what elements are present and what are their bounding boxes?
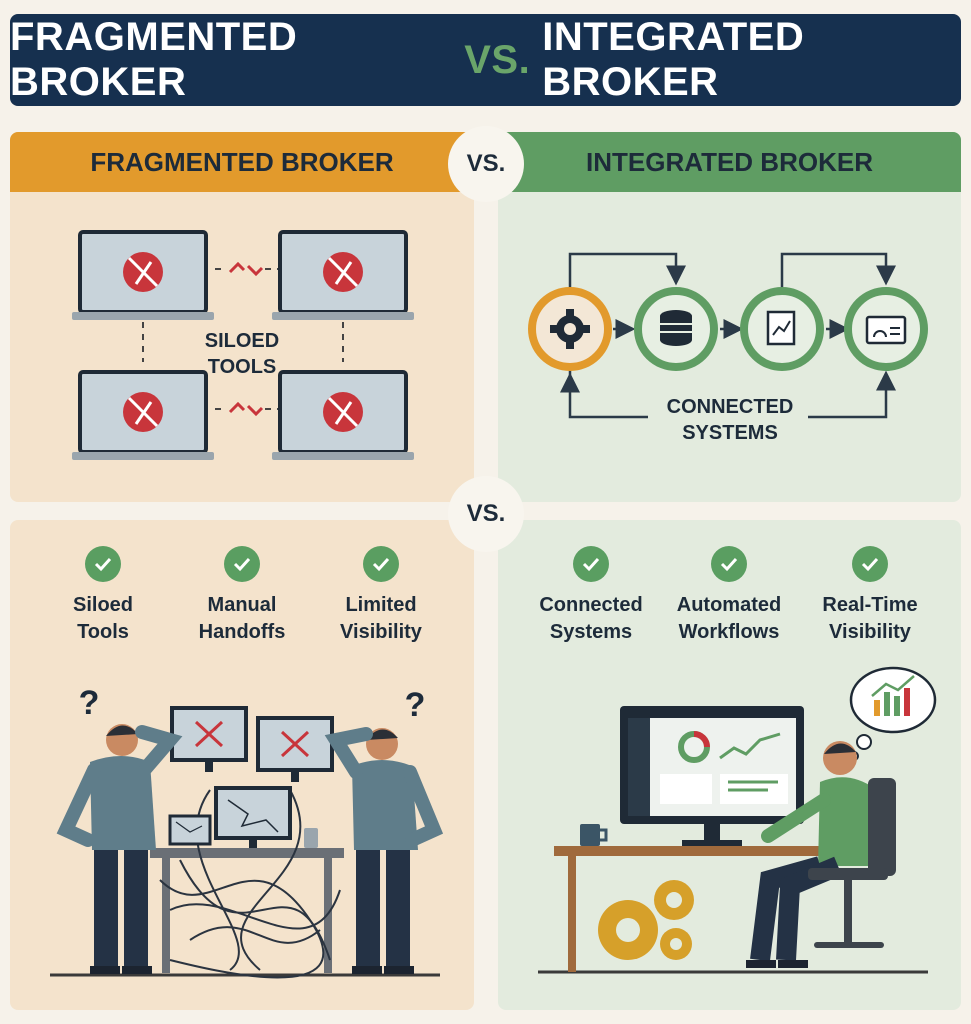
vs-badge-middle: VS.: [448, 476, 524, 552]
title-left: FRAGMENTED BROKER: [10, 15, 298, 104]
thought-bubble-chart-icon: [849, 666, 937, 761]
dashboard-icon: [844, 287, 928, 371]
gears-icon: [598, 880, 694, 960]
confused-worker-right: [324, 727, 444, 974]
question-mark-left: ?: [78, 684, 100, 722]
vs-badge-top: VS.: [448, 126, 524, 202]
coffee-mug-icon: [580, 824, 608, 846]
productive-worker-illustration: [538, 666, 937, 974]
integrated-heading: INTEGRATED BROKER: [498, 132, 961, 192]
mug-icon: [304, 828, 318, 848]
dashboard-monitor-icon: [620, 706, 804, 846]
broken-link-icon: [228, 401, 264, 417]
fragmented-panel: FRAGMENTED BROKER: [10, 132, 474, 502]
database-icon: [634, 287, 718, 371]
cracked-laptop-icon: [168, 814, 212, 846]
connected-systems-diagram: [528, 252, 928, 419]
connected-systems-label: CONNECTED SYSTEMS: [666, 396, 794, 444]
confused-worker-left: [56, 724, 183, 974]
page-title: FRAGMENTED BROKER VS. INTEGRATED BROKER: [10, 14, 961, 106]
integrated-panel: INTEGRATED BROKER: [498, 132, 961, 502]
title-vs: VS.: [464, 37, 531, 82]
check-icon: [363, 546, 399, 582]
laptop-blocked-icon: [72, 230, 214, 320]
question-mark-right: ?: [404, 686, 426, 724]
confused-workers-illustration: [50, 706, 444, 979]
office-chair-icon: [808, 778, 896, 948]
check-icon: [224, 546, 260, 582]
check-icon: [573, 546, 609, 582]
check-icon: [852, 546, 888, 582]
cracked-monitor-icon: [214, 786, 292, 848]
gear-icon: [528, 287, 612, 371]
broken-link-icon: [228, 261, 264, 277]
check-icon: [711, 546, 747, 582]
laptop-blocked-icon: [272, 230, 414, 320]
fragmented-heading: FRAGMENTED BROKER: [10, 132, 474, 192]
document-chart-icon: [740, 287, 824, 371]
siloed-tools-label: SILOED TOOLS: [204, 330, 280, 378]
laptop-blocked-icon: [272, 370, 414, 460]
broken-monitor-icon: [170, 706, 248, 772]
laptop-blocked-icon: [72, 370, 214, 460]
broken-monitor-icon: [256, 716, 334, 782]
check-icon: [85, 546, 121, 582]
siloed-tools-diagram: [72, 230, 414, 460]
title-right: INTEGRATED BROKER: [542, 15, 805, 104]
